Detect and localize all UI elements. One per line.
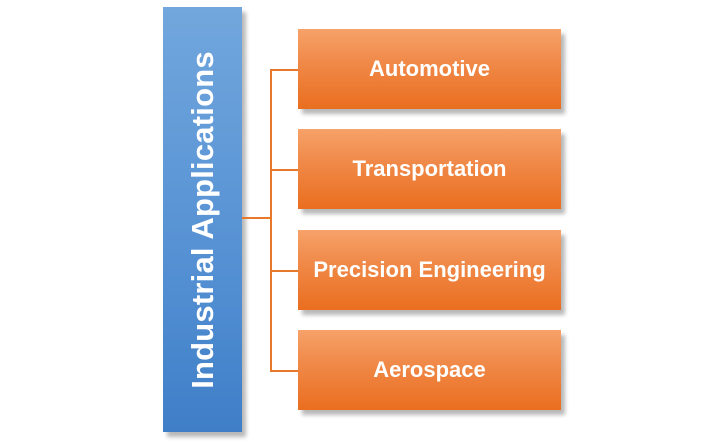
child-node-aerospace: Aerospace [298,330,561,410]
child-node-label: Precision Engineering [313,257,546,282]
root-node-label: Industrial Applications [184,50,220,389]
child-node-automotive: Automotive [298,29,561,109]
connector-branch-transportation [270,169,298,171]
child-node-label: Aerospace [373,357,486,382]
connector-branch-precision-engineering [270,270,298,272]
child-node-precision-engineering: Precision Engineering [298,230,561,310]
connector-branch-automotive [270,69,298,71]
connector-branch-aerospace [270,370,298,372]
child-node-label: Automotive [369,56,490,81]
root-node: Industrial Applications [163,7,242,432]
connector-root-stub [242,217,271,219]
connector-spine [270,69,272,371]
child-node-label: Transportation [352,156,507,181]
child-node-transportation: Transportation [298,129,561,209]
